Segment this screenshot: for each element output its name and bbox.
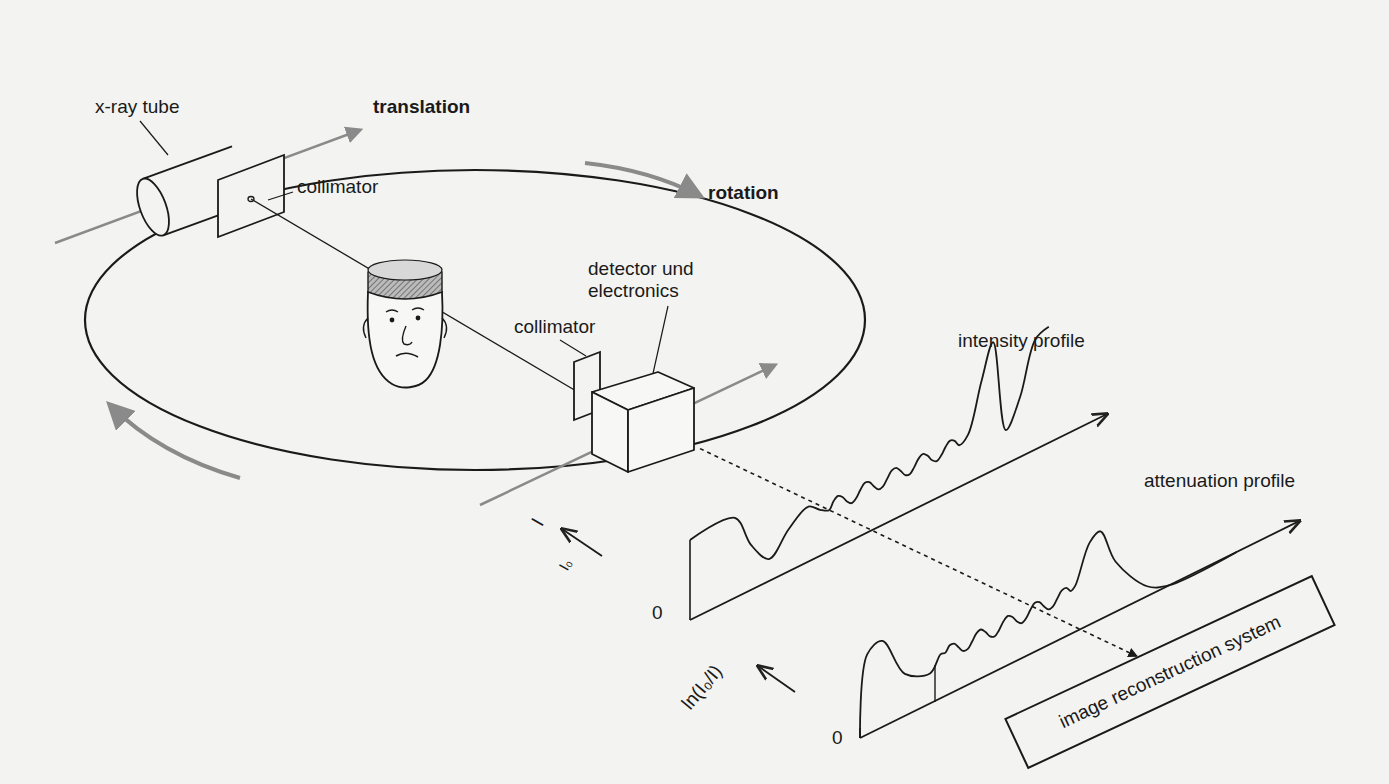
plot-axis: [758, 666, 795, 692]
leader-line: [652, 306, 668, 378]
part-label: collimator: [297, 176, 378, 198]
illustration-ellipse: [131, 174, 176, 239]
illustration-circle: [416, 316, 421, 321]
detector-box: detector und electronics: [588, 368, 700, 476]
translation-arrow: [480, 365, 775, 505]
part-label: translation: [373, 96, 470, 118]
leader-line: [560, 340, 586, 356]
plot-axis: [562, 529, 602, 556]
axis-label: I: [527, 514, 549, 529]
illustration-line: [143, 146, 232, 178]
x-ray-beam: [251, 199, 588, 398]
collimator-plate: [218, 155, 284, 237]
illustration-circle: [390, 318, 395, 323]
illustration-path: [363, 318, 368, 338]
illustration-path: [412, 308, 424, 310]
cube-face: [628, 388, 694, 472]
detector-cube: [588, 368, 700, 476]
axis-label: I₀: [555, 556, 575, 574]
dashed-arrow: [700, 449, 1137, 657]
illustration-path: [396, 353, 418, 357]
part-label: x-ray tube: [95, 96, 179, 118]
plot-axis: [860, 521, 1300, 738]
part-label: attenuation profile: [1144, 470, 1295, 492]
leader-line: [268, 192, 293, 200]
illustration-path: [386, 310, 398, 312]
node-label: image reconstruction system: [1056, 611, 1284, 733]
process-box: image reconstruction system: [1004, 575, 1336, 769]
plot-axis: [690, 414, 1107, 620]
plot-tick: [934, 665, 935, 702]
part-label: rotation: [708, 182, 779, 204]
part-label: intensity profile: [958, 330, 1085, 352]
illustration-path: [368, 292, 443, 387]
cube-face: [592, 392, 628, 472]
profile-curve: [690, 327, 1049, 559]
part-label: 0: [832, 727, 843, 749]
rotation-arrow: [110, 405, 240, 478]
part-label: 0: [652, 602, 663, 624]
axis-label: ln(I₀/I): [677, 661, 727, 714]
patient-head: [363, 260, 446, 387]
plot-axis: [689, 540, 691, 620]
node-label: detector und electronics: [588, 258, 713, 302]
part-label: collimator: [514, 316, 595, 338]
rotation-arrow: [585, 163, 700, 196]
leader-line: [140, 121, 168, 155]
illustration-path: [442, 318, 447, 338]
illustration-ellipse: [368, 260, 442, 280]
illustration-path: [402, 326, 412, 345]
